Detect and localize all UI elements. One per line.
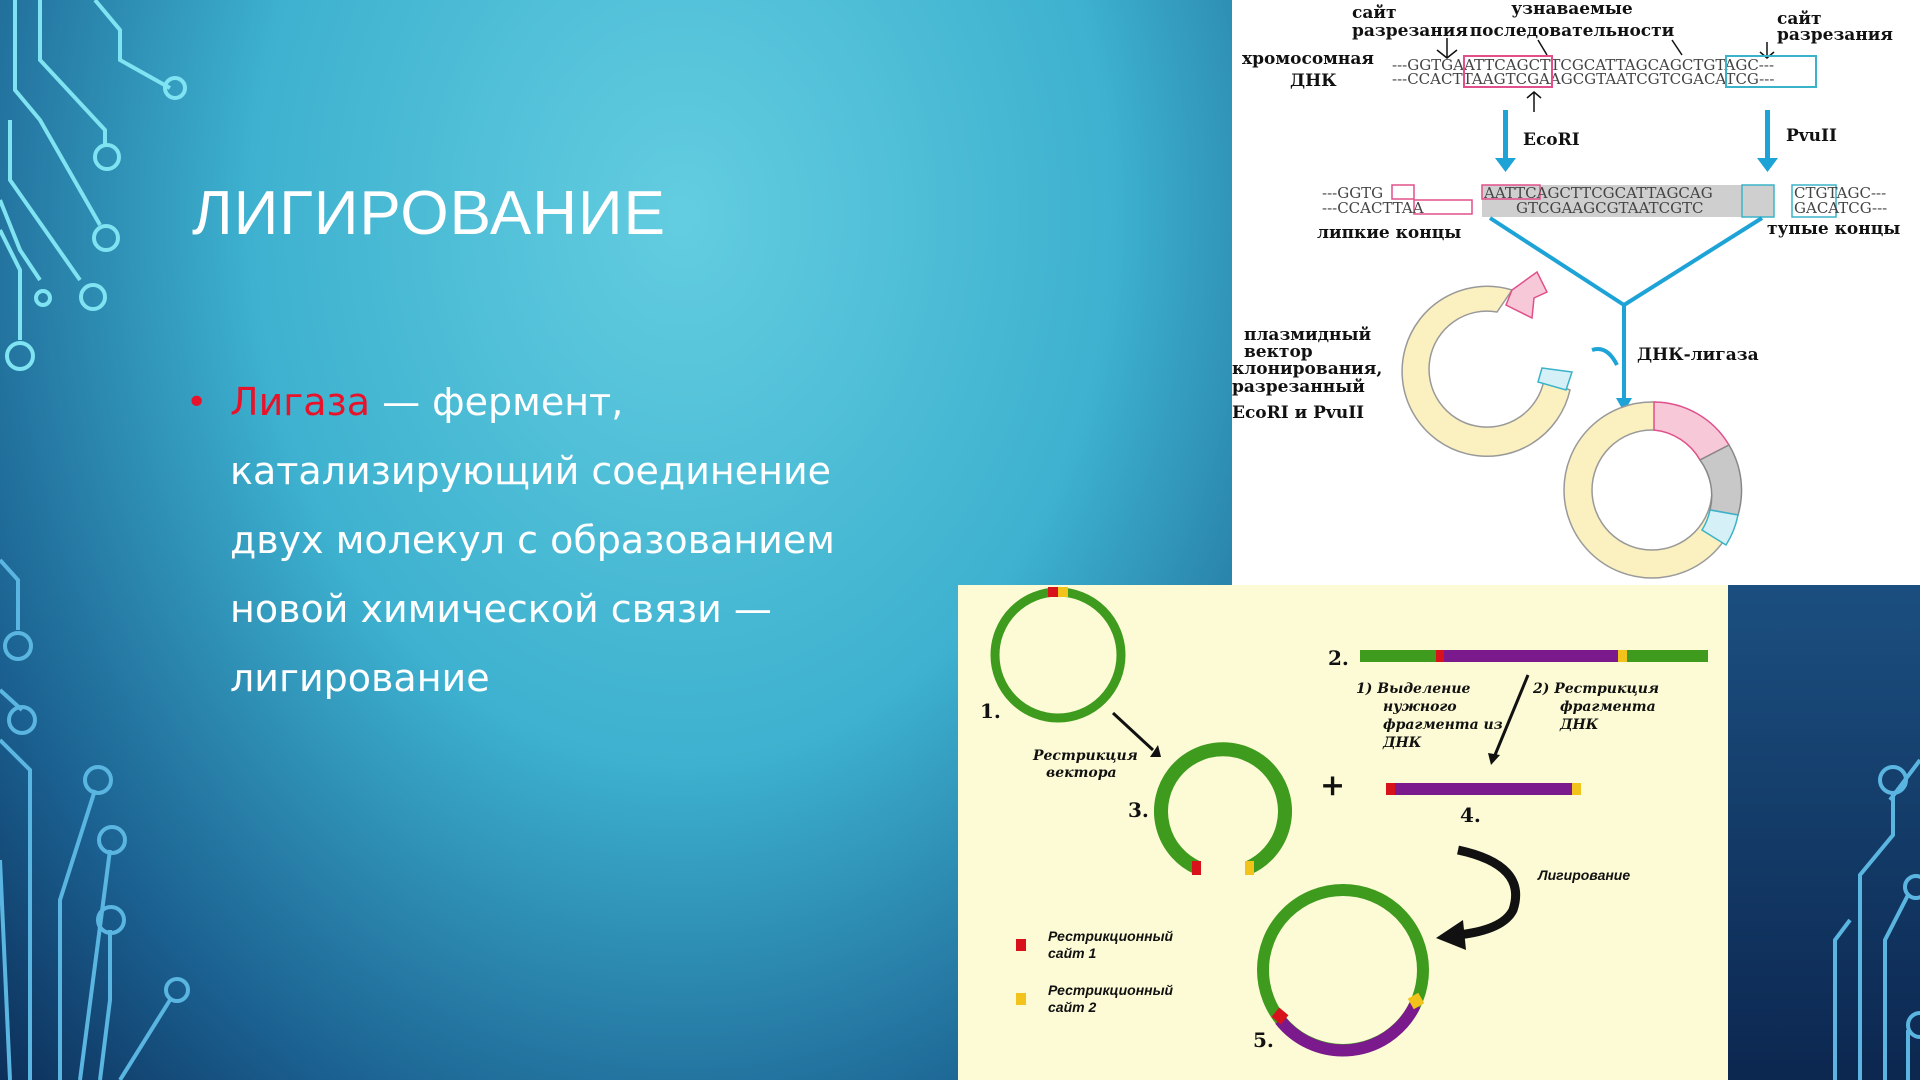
note1-line3: фрагмента из <box>1383 717 1503 733</box>
label-chromosomal-1: хромосомная <box>1242 49 1374 69</box>
ligation-label: Лигирование <box>1537 867 1630 883</box>
note2-line2: фрагмента <box>1560 699 1656 715</box>
label-plasmid-3: клонирования, <box>1232 359 1382 379</box>
legend-site1-line1: Рестрикционный <box>1048 928 1174 944</box>
figure-cloning-scheme: 1. Рестрикция вектора 3. + 2. 1) Выделен… <box>958 585 1728 1080</box>
legend-site2-swatch <box>1016 993 1026 1005</box>
insert-fragment-4 <box>1386 783 1581 795</box>
figure-restriction-ligation: сайт разрезания узнаваемые последователь… <box>1232 0 1920 585</box>
bullet-line-3: двух молекул с образованием <box>230 518 835 562</box>
step-3-label: 3. <box>1128 798 1149 822</box>
bullet-line-1: — фермент, <box>370 380 624 424</box>
ecori-site-box <box>1463 55 1553 88</box>
label-plasmid-4: разрезанный <box>1232 377 1365 397</box>
enzyme-ecori: EcoRI <box>1523 130 1580 150</box>
label-cut-site-left-2: разрезания <box>1352 21 1468 41</box>
restriction-vector-1: Рестрикция <box>1032 748 1138 764</box>
seq-top-strand: ---GGTGAATTCAGCTTCGCATTAGCAGCTGTAGC--- <box>1392 56 1774 74</box>
recombinant-circle-5 <box>1257 884 1429 1057</box>
bullet-marker: • <box>186 382 208 423</box>
step-4-label: 4. <box>1460 803 1481 827</box>
frag-left-top: ---GGTG <box>1322 184 1383 202</box>
step-2-label: 2. <box>1328 646 1349 670</box>
frag-left-bottom: ---CCACTTAA <box>1322 199 1424 217</box>
label-sticky-ends: липкие концы <box>1317 223 1461 243</box>
label-dna-ligase: ДНК-лигаза <box>1637 345 1759 365</box>
note1-line4: ДНК <box>1382 735 1422 751</box>
enzyme-pvuii: PvuII <box>1786 126 1837 146</box>
legend-site2-line2: сайт 2 <box>1048 999 1096 1015</box>
pvuii-site-box <box>1725 55 1817 88</box>
label-plasmid-5: EcoRI и PvuII <box>1232 403 1364 423</box>
circuit-decoration-left <box>0 0 190 1080</box>
restriction-vector-2: вектора <box>1046 765 1117 781</box>
cut-plasmid-diagram <box>1401 270 1573 458</box>
bullet-line-4: новой химической связи — <box>230 587 772 631</box>
frag-right-bottom: GACATCG--- <box>1794 199 1887 217</box>
label-plasmid-2: вектор <box>1244 342 1313 362</box>
frag-middle-top: AATTCAGCTTCGCATTAGCAG <box>1483 184 1713 202</box>
label-recognized-2: последовательности <box>1470 21 1675 41</box>
legend-site1-line2: сайт 1 <box>1048 945 1096 961</box>
legend-site2-line1: Рестрикционный <box>1048 982 1174 998</box>
note1-line2: нужного <box>1383 699 1457 715</box>
middle-fragment-highlight <box>1482 185 1774 217</box>
step-1-label: 1. <box>980 699 1001 723</box>
label-blunt-ends: тупые концы <box>1767 219 1900 239</box>
label-cut-site-right-2: разрезания <box>1777 25 1893 45</box>
frag-middle-bottom: GTCGAAGCGTAATCGTC <box>1516 199 1704 217</box>
label-cut-site-right-1: сайт <box>1777 9 1822 29</box>
label-cut-site-left-1: сайт <box>1352 3 1397 23</box>
recombinant-plasmid-diagram <box>1563 401 1743 579</box>
bullet-line-5: лигирование <box>230 656 490 700</box>
note2-line1: 2) Рестрикция <box>1532 681 1659 697</box>
slide-title: ЛИГИРОВАНИЕ <box>192 179 666 248</box>
legend: Рестрикционный сайт 1 Рестрикционный сай… <box>1016 928 1174 1015</box>
circuit-decoration-right <box>1833 758 1920 1080</box>
vector-circle-1 <box>990 587 1126 723</box>
label-plasmid-1: плазмидный <box>1244 325 1371 345</box>
vector-circle-3-open <box>1154 742 1292 875</box>
frag-right-top: CTGTAGC--- <box>1794 184 1886 202</box>
step-5-label: 5. <box>1253 1028 1274 1052</box>
note1-line1: 1) Выделение <box>1356 681 1470 697</box>
legend-site1-swatch <box>1016 939 1026 951</box>
label-chromosomal-2: ДНК <box>1290 71 1337 91</box>
bullet-paragraph: • Лигаза — фермент, катализирующий соеди… <box>186 368 892 713</box>
bullet-line-2: катализирующий соединение <box>230 449 832 493</box>
term-ligase: Лигаза <box>230 380 371 424</box>
donor-dna-fragment-2 <box>1360 650 1708 662</box>
note2-line3: ДНК <box>1559 717 1599 733</box>
label-recognized-1: узнаваемые <box>1511 0 1633 19</box>
seq-bottom-strand: ---CCACTTAAGTCGAAGCGTAATCGTCGACATCG--- <box>1392 70 1774 88</box>
plus-sign: + <box>1320 768 1345 803</box>
